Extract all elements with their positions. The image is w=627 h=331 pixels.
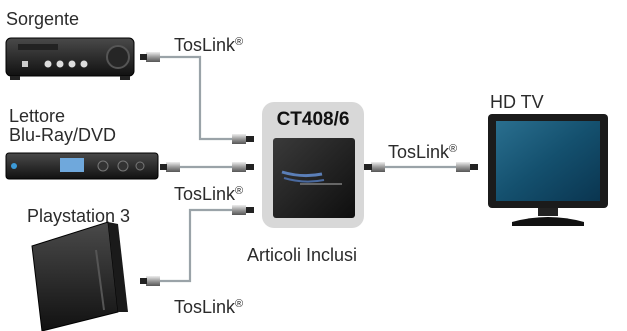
plug-tv-in [456,162,478,172]
source-device-icon [5,37,135,80]
plug-source1-out [140,52,160,62]
switch-caption: Articoli Inclusi [247,245,358,265]
tv-label: HD TV [490,92,544,112]
plug-switch-in2 [232,162,254,172]
source3-label: Playstation 3 [27,206,131,226]
cable-label-tv: TosLink® [388,142,458,162]
switch-model-label: CT408/6 [276,109,350,130]
cables [160,55,470,283]
plug-bluray-out [160,162,180,172]
source2-label-line2: Blu-Ray/DVD [9,125,117,145]
cable-label-source1: TosLink® [174,35,244,55]
cable-label-ps3: TosLink® [174,297,244,317]
cable-label-bluray: TosLink® [174,184,244,204]
plug-switch-in3 [232,205,254,215]
bluray-player-icon [5,152,159,180]
source1-label: Sorgente [6,9,80,29]
switch-device-icon [262,102,364,228]
tv-icon [488,114,608,226]
playstation-console-icon [31,221,128,331]
plug-switch-in1 [232,134,254,144]
source2-label-line1: Lettore [9,106,66,126]
plugs [140,52,478,286]
plug-switch-out [364,162,385,172]
plug-ps3-out [140,276,160,286]
cable-source1 [160,55,232,141]
cable-ps3 [160,208,232,283]
